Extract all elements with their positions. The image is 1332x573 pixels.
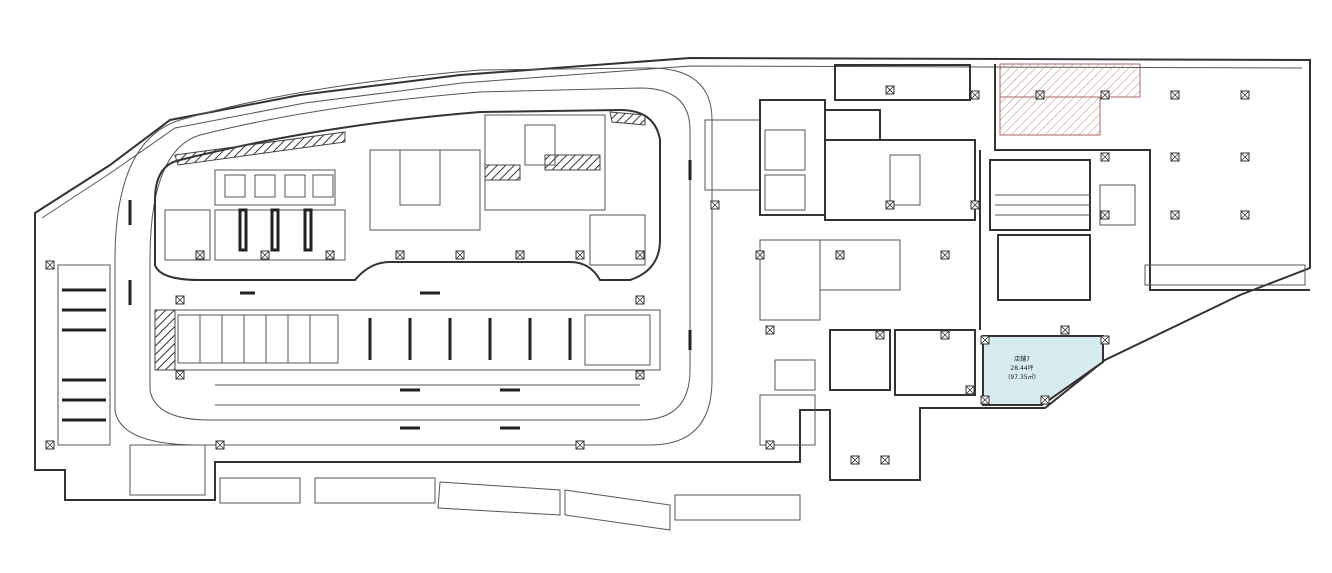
column-cross — [970, 90, 980, 100]
column-cross — [325, 250, 335, 260]
inner-island — [154, 108, 661, 281]
column-cross — [970, 200, 980, 210]
column-cross — [515, 250, 525, 260]
column-cross — [1060, 325, 1070, 335]
column-cross — [1100, 90, 1110, 100]
building-outline — [34, 56, 1311, 501]
column-cross — [455, 250, 465, 260]
column-cross — [835, 250, 845, 260]
shop-7[interactable]: 店舗7 28.44坪 (97.35㎡) — [982, 335, 1104, 406]
column-cross — [1240, 152, 1250, 162]
column-cross — [195, 250, 205, 260]
column-cross — [635, 295, 645, 305]
column-cross — [175, 295, 185, 305]
column-cross — [215, 440, 225, 450]
column-cross — [1240, 90, 1250, 100]
column-cross — [635, 370, 645, 380]
column-cross — [885, 85, 895, 95]
column-cross — [885, 200, 895, 210]
ramp-loop — [114, 67, 713, 446]
column-cross — [765, 325, 775, 335]
island-rooms — [164, 114, 646, 266]
column-cross — [1170, 210, 1180, 220]
column-cross — [635, 250, 645, 260]
column-cross — [755, 250, 765, 260]
shop-area-sqm: (97.35㎡) — [1008, 373, 1036, 381]
central-core — [759, 63, 1141, 396]
shop-7-area[interactable] — [982, 335, 1104, 406]
column-cross — [1035, 90, 1045, 100]
column-cross — [965, 385, 975, 395]
column-cross — [940, 250, 950, 260]
column-cross — [45, 440, 55, 450]
ramp-loop-inner — [149, 87, 691, 421]
column-cross — [1170, 90, 1180, 100]
shop-name: 店舗7 — [1014, 355, 1030, 363]
column-cross — [875, 330, 885, 340]
hatched-zone — [609, 111, 646, 126]
column-cross — [260, 250, 270, 260]
parking-stalls — [57, 119, 816, 531]
column-cross — [1240, 210, 1250, 220]
column-cross — [980, 335, 990, 345]
hatched-zone — [544, 154, 601, 171]
column-cross — [765, 440, 775, 450]
column-cross — [175, 370, 185, 380]
structural-columns — [45, 85, 1250, 465]
hatched-zone — [484, 164, 521, 181]
column-cross — [980, 395, 990, 405]
right-block — [979, 64, 1310, 330]
building-inner-wall — [41, 65, 1303, 219]
column-cross — [1100, 152, 1110, 162]
column-cross — [1100, 210, 1110, 220]
column-cross — [710, 200, 720, 210]
column-cross — [575, 440, 585, 450]
column-cross — [45, 260, 55, 270]
column-cross — [575, 250, 585, 260]
column-cross — [940, 330, 950, 340]
column-cross — [850, 455, 860, 465]
hatched-zone — [174, 131, 346, 166]
column-cross — [1170, 152, 1180, 162]
column-cross — [1100, 335, 1110, 345]
column-cross — [1040, 395, 1050, 405]
shop-area-tsubo: 28.44坪 — [1010, 364, 1033, 372]
column-cross — [395, 250, 405, 260]
column-cross — [880, 455, 890, 465]
lane-markings — [128, 160, 692, 430]
